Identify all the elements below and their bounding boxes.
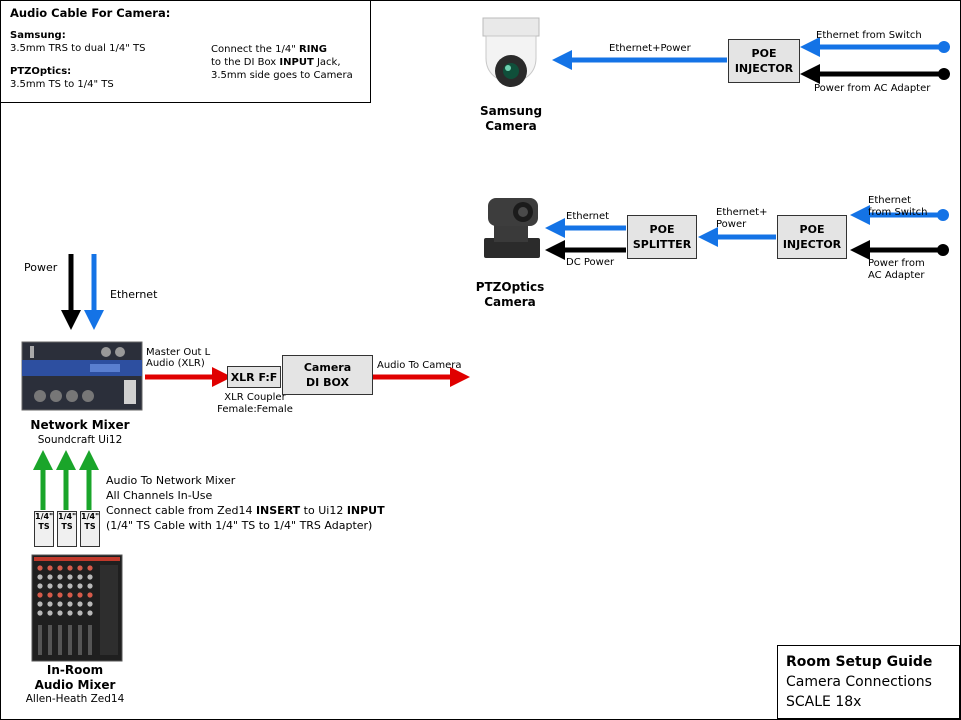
xlr-coupler-box: XLR F:F xyxy=(227,366,281,388)
camera-di-box: Camera DI BOX xyxy=(282,355,373,395)
samsung-camera-icon xyxy=(482,17,540,87)
room-mixer-model: Allen-Heath Zed14 xyxy=(25,693,125,705)
note-samsung-heading: Samsung: xyxy=(10,30,66,41)
title-block-scale: SCALE 18x xyxy=(786,694,862,710)
ts-adapter-2: 1/4"TS xyxy=(57,511,77,547)
note-ptz-heading: PTZOptics: xyxy=(10,66,72,77)
ptz-camera-icon xyxy=(484,198,540,258)
audio-to-camera-label: Audio To Camera xyxy=(377,360,462,371)
note-connect-line-3: 3.5mm side goes to Camera xyxy=(211,70,353,81)
title-block-subtitle: Camera Connections xyxy=(786,674,932,690)
ptz-dc-power-label: DC Power xyxy=(566,257,615,268)
title-block: Room Setup Guide Camera Connections SCAL… xyxy=(777,645,960,719)
ptz-ethernet-label: Ethernet xyxy=(566,211,610,222)
ptz-poe-injector: POE INJECTOR xyxy=(777,215,847,259)
network-mixer-label: Network Mixer xyxy=(30,418,130,432)
samsung-from-switch-label: Ethernet from Switch xyxy=(816,30,922,41)
ptz-poe-splitter: POE SPLITTER xyxy=(627,215,697,259)
samsung-from-adapter-label: Power from AC Adapter xyxy=(814,83,931,94)
ts-adapter-3: 1/4"TS xyxy=(80,511,100,547)
note-connect-line-2: to the DI Box INPUT Jack, xyxy=(211,57,341,68)
inputs-description: Audio To Network Mixer All Channels In-U… xyxy=(106,474,385,532)
cable-note-box: Audio Cable For Camera: Samsung: 3.5mm T… xyxy=(0,0,371,103)
network-mixer-model: Soundcraft Ui12 xyxy=(37,434,123,446)
room-mixer-icon xyxy=(31,554,123,662)
mixer-power-label: Power xyxy=(24,261,58,274)
ptz-ethernet-power-label: Ethernet+Power xyxy=(716,207,768,230)
network-mixer-icon xyxy=(21,341,143,411)
title-block-title: Room Setup Guide xyxy=(786,654,933,670)
ts-adapter-1: 1/4"TS xyxy=(34,511,54,547)
note-samsung-text: 3.5mm TRS to dual 1/4" TS xyxy=(10,43,146,54)
note-connect-line-1: Connect the 1/4" RING xyxy=(211,44,327,55)
samsung-poe-injector: POE INJECTOR xyxy=(728,39,800,83)
note-title: Audio Cable For Camera: xyxy=(10,6,171,20)
mixer-ethernet-label: Ethernet xyxy=(110,288,158,301)
samsung-link-label: Ethernet+Power xyxy=(609,43,691,54)
note-ptz-text: 3.5mm TS to 1/4" TS xyxy=(10,79,114,90)
